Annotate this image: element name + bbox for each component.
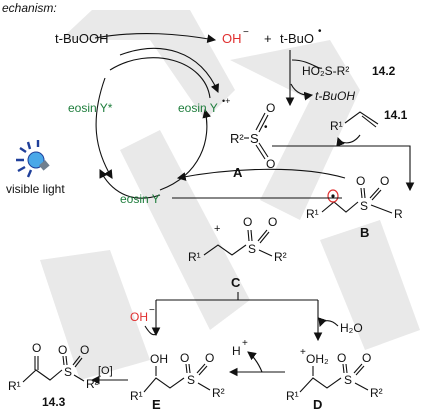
- svg-text:R: R: [394, 207, 403, 221]
- svg-text:R²: R²: [274, 250, 287, 264]
- sulfinic-acid-label: HO₂S-R²: [302, 64, 349, 78]
- structure-D: + OH₂ R¹ S O O R²: [286, 347, 383, 403]
- sulfinic-acid-number: 14.2: [372, 64, 396, 78]
- svg-text:O: O: [268, 215, 277, 229]
- watermark: [40, 10, 420, 380]
- svg-text:O: O: [356, 174, 365, 188]
- plus-sign: +: [264, 31, 272, 46]
- svg-text:O: O: [32, 341, 41, 355]
- oxidant-label: [O]: [98, 365, 113, 377]
- label-D: D: [313, 397, 322, 411]
- tbuo-radical-dot: •: [318, 26, 322, 37]
- svg-text:S: S: [250, 131, 259, 146]
- svg-text:S: S: [344, 373, 352, 387]
- svg-text:OH₂: OH₂: [306, 352, 329, 366]
- svg-text:O: O: [80, 343, 89, 357]
- svg-text:+: +: [214, 223, 220, 235]
- tbuoh-label: t-BuOH: [315, 89, 355, 103]
- svg-text:R¹: R¹: [130, 389, 143, 403]
- visible-light-label: visible light: [6, 182, 65, 196]
- lightbulb-icon: [16, 140, 50, 178]
- svg-text:O: O: [243, 215, 252, 229]
- hydroxide-attack-arrow: [144, 325, 157, 336]
- tbuooh-to-hydroxide-arrow: [94, 32, 217, 44]
- svg-text:R²: R²: [370, 386, 383, 400]
- svg-text:+: +: [300, 347, 306, 358]
- svg-text:•: •: [264, 122, 268, 133]
- svg-text:S: S: [187, 373, 195, 387]
- alkene-number: 14.1: [384, 108, 408, 122]
- eosin-cation-charge: •+: [222, 96, 230, 106]
- tbuoh-out-arrow: [290, 83, 314, 101]
- svg-text:S: S: [360, 199, 368, 213]
- svg-text:R¹: R¹: [286, 389, 299, 403]
- structure-B: R¹ S O O R: [306, 174, 403, 221]
- svg-text:O: O: [205, 351, 214, 365]
- svg-text:S: S: [248, 242, 256, 256]
- label-A: A: [233, 165, 243, 180]
- alkene-14-1: R¹: [330, 111, 379, 133]
- product-14-3: O R¹ S O O R²: [8, 341, 99, 393]
- header-fragment: echanism:: [2, 1, 57, 15]
- hydroxide-label: OH: [222, 31, 242, 46]
- svg-text:OH: OH: [150, 352, 168, 366]
- svg-text:R²: R²: [86, 377, 99, 391]
- eosin-excited-label: eosin Y*: [68, 101, 113, 115]
- proton-loss-arrow: [247, 351, 263, 373]
- svg-text:O: O: [337, 351, 346, 365]
- hydroxide-2-charge: −: [149, 305, 155, 316]
- svg-text:R²: R²: [230, 131, 244, 146]
- svg-text:S: S: [64, 365, 72, 379]
- svg-text:O: O: [266, 101, 275, 115]
- eosin-cation-label: eosin Y: [178, 101, 218, 115]
- water-attack-arrow: [318, 317, 339, 328]
- svg-text:O: O: [380, 174, 389, 188]
- svg-text:R²: R²: [212, 386, 225, 400]
- structure-A: R² S • O O: [230, 101, 275, 171]
- eosin-ground-label: eosin Y: [120, 192, 160, 206]
- tbuo-radical-label: t-BuO: [280, 31, 314, 46]
- label-B: B: [360, 225, 369, 240]
- water-label: H₂O: [340, 321, 363, 335]
- B-to-cation-arrow: [176, 168, 346, 181]
- svg-text:R¹: R¹: [306, 207, 319, 221]
- structure-E: OH R¹ S O O R²: [130, 351, 225, 403]
- svg-text:R¹: R¹: [330, 119, 343, 133]
- svg-text:R¹: R¹: [8, 379, 21, 393]
- alkene-attack-arrow: [336, 134, 361, 147]
- structure-C: R¹ + S O O R²: [188, 215, 287, 264]
- label-C: C: [231, 275, 241, 290]
- photocatalytic-cycle: [95, 47, 220, 199]
- hydroxide-charge: −: [243, 27, 249, 38]
- label-product: 14.3: [42, 395, 66, 409]
- svg-text:O: O: [58, 343, 67, 357]
- svg-text:O: O: [180, 351, 189, 365]
- proton-label: H: [232, 344, 241, 358]
- svg-text:O: O: [362, 351, 371, 365]
- proton-charge: +: [242, 338, 248, 349]
- A-to-B-arrow: [272, 145, 415, 192]
- hydroxide-2-label: OH: [130, 310, 148, 324]
- svg-text:R¹: R¹: [188, 250, 201, 264]
- svg-text:O: O: [266, 157, 275, 171]
- tbuooh-label: t-BuOOH: [55, 31, 108, 46]
- label-E: E: [152, 397, 161, 411]
- sulfinic-in-arrow: [291, 59, 323, 69]
